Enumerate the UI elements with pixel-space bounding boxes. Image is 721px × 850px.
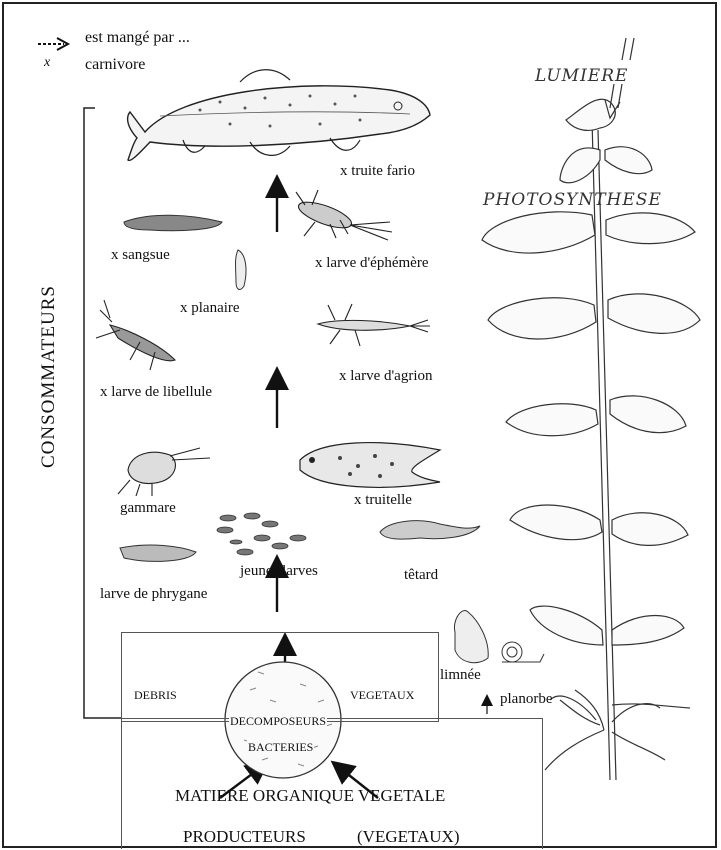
label-tetard: têtard	[404, 568, 438, 583]
gammare-drawing	[118, 448, 210, 496]
label-matiere-organique: MATIERE ORGANIQUE VEGETALE	[175, 786, 445, 806]
planorbe-drawing	[502, 642, 544, 662]
larve-phrygane-drawing	[120, 545, 196, 561]
label-limnee: limnée	[440, 668, 481, 683]
limnee-drawing	[454, 611, 488, 663]
jeunes-larves-drawing	[217, 513, 306, 555]
label-producteurs: PRODUCTEURS	[183, 827, 306, 847]
label-vegetaux: VEGETAUX	[350, 688, 414, 703]
label-planorbe: planorbe	[500, 692, 552, 707]
lumiere-label: LUMIERE	[535, 66, 628, 86]
label-larve-libellule: x larve de libellule	[100, 385, 212, 400]
legend-carnivore-text: carnivore	[85, 57, 145, 73]
consommateurs-label: CONSOMMATEURS	[38, 285, 60, 468]
label-larve-phrygane: larve de phrygane	[100, 587, 207, 602]
label-decomposeurs: DECOMPOSEURS	[229, 714, 327, 729]
label-vegetaux-paren: (VEGETAUX)	[357, 827, 460, 847]
larve-agrion-drawing	[318, 304, 430, 346]
truite-fario-drawing	[128, 70, 430, 161]
tetard-drawing	[380, 521, 480, 539]
label-planaire: x planaire	[180, 301, 240, 316]
label-larve-ephemere: x larve d'éphémère	[315, 256, 428, 271]
legend-x-marker: x	[44, 56, 50, 70]
larve-ephemere-drawing	[296, 190, 392, 240]
label-jeunes-larves: jeunes larves	[240, 564, 318, 579]
planaire-drawing	[236, 250, 247, 289]
legend-arrow-text: est mangé par ...	[85, 30, 190, 46]
photosynthese-label: PHOTOSYNTHESE	[483, 190, 662, 210]
label-truitelle: x truitelle	[354, 493, 412, 508]
truitelle-drawing	[300, 443, 440, 488]
sangsue-drawing	[124, 215, 222, 230]
legend-arrow-icon	[38, 38, 68, 50]
label-larve-agrion: x larve d'agrion	[339, 369, 433, 384]
larve-libellule-drawing	[96, 300, 175, 370]
label-debris: DEBRIS	[134, 688, 177, 703]
label-bacteries: BACTERIES	[247, 740, 314, 755]
debris-box	[121, 632, 439, 722]
label-truite-fario: x truite fario	[340, 164, 415, 179]
label-gammare: gammare	[120, 501, 176, 516]
label-sangsue: x sangsue	[111, 248, 170, 263]
consumers-bracket	[84, 108, 122, 718]
